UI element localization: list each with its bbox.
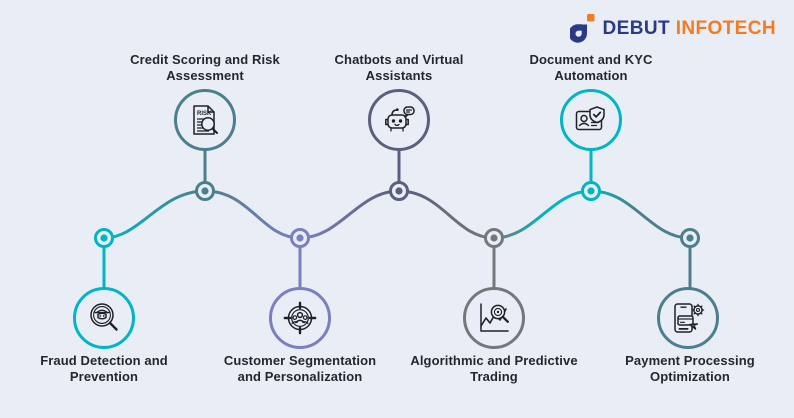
caption-payment-processing: Payment Processing Optimization [596, 353, 784, 385]
wave-segment-4 [397, 189, 496, 240]
brand-name-primary: DEBUT [602, 18, 670, 39]
caption-fraud-detection-line2: Prevention [69, 369, 139, 384]
risk-document-magnifier-icon: RISK [187, 102, 223, 138]
id-card-shield-icon [573, 102, 609, 138]
icon-circle-chatbots[interactable] [368, 89, 430, 151]
mobile-payment-gear-icon [670, 300, 706, 336]
icon-circle-document-kyc[interactable] [560, 89, 622, 151]
caption-credit-scoring-line1: Credit Scoring and Risk [130, 52, 280, 67]
wave-node-customer-segmentation[interactable] [290, 228, 310, 248]
magnifier-fraud-icon [86, 300, 122, 336]
caption-chatbots-line2: Assistants [365, 68, 433, 83]
wave-segment-3 [298, 189, 401, 240]
icon-circle-algorithmic-trading[interactable] [463, 287, 525, 349]
caption-credit-scoring: Credit Scoring and Risk Assessment [105, 52, 305, 84]
caption-fraud-detection: Fraud Detection and Prevention [14, 353, 194, 385]
svg-text:RISK: RISK [197, 111, 212, 117]
brand-name-secondary: INFOTECH [675, 18, 776, 39]
caption-chatbots-line1: Chatbots and Virtual [334, 52, 464, 67]
chart-analysis-icon [476, 300, 512, 336]
caption-payment-processing-line2: Optimization [650, 369, 730, 384]
caption-fraud-detection-line1: Fraud Detection and [40, 353, 168, 368]
wave-node-payment-processing[interactable] [680, 228, 700, 248]
caption-document-kyc: Document and KYC Automation [501, 52, 681, 84]
wave-node-fraud-detection[interactable] [94, 228, 114, 248]
caption-payment-processing-line1: Payment Processing [625, 353, 755, 368]
debut-logo-mark-icon [568, 14, 596, 44]
caption-algorithmic-trading: Algorithmic and Predictive Trading [398, 353, 590, 385]
chatbot-robot-icon [381, 102, 417, 138]
wave-segment-5 [492, 189, 593, 240]
wave-segment-2 [203, 189, 302, 240]
icon-circle-credit-scoring[interactable]: RISK [174, 89, 236, 151]
wave-node-chatbots[interactable] [389, 181, 409, 201]
icon-circle-fraud-detection[interactable] [73, 287, 135, 349]
target-audience-icon [282, 300, 318, 336]
caption-algorithmic-trading-line2: Trading [470, 369, 518, 384]
brand-logo: DEBUT INFOTECH [568, 14, 776, 44]
wave-segment-1 [102, 189, 207, 240]
caption-document-kyc-line1: Document and KYC [529, 52, 653, 67]
wave-segment-6 [589, 189, 692, 240]
wave-node-document-kyc[interactable] [581, 181, 601, 201]
caption-chatbots: Chatbots and Virtual Assistants [309, 52, 489, 84]
wave-node-algorithmic-trading[interactable] [484, 228, 504, 248]
wave-node-credit-scoring[interactable] [195, 181, 215, 201]
caption-customer-segmentation-line1: Customer Segmentation [223, 353, 377, 368]
caption-customer-segmentation: Customer Segmentation and Personalizatio… [206, 353, 394, 385]
caption-algorithmic-trading-line1: Algorithmic and Predictive [410, 353, 578, 368]
caption-credit-scoring-line2: Assessment [166, 68, 244, 83]
icon-circle-payment-processing[interactable] [657, 287, 719, 349]
caption-document-kyc-line2: Automation [554, 68, 628, 83]
caption-customer-segmentation-line2: and Personalization [237, 369, 363, 384]
brand-name: DEBUT INFOTECH [603, 18, 776, 40]
icon-circle-customer-segmentation[interactable] [269, 287, 331, 349]
